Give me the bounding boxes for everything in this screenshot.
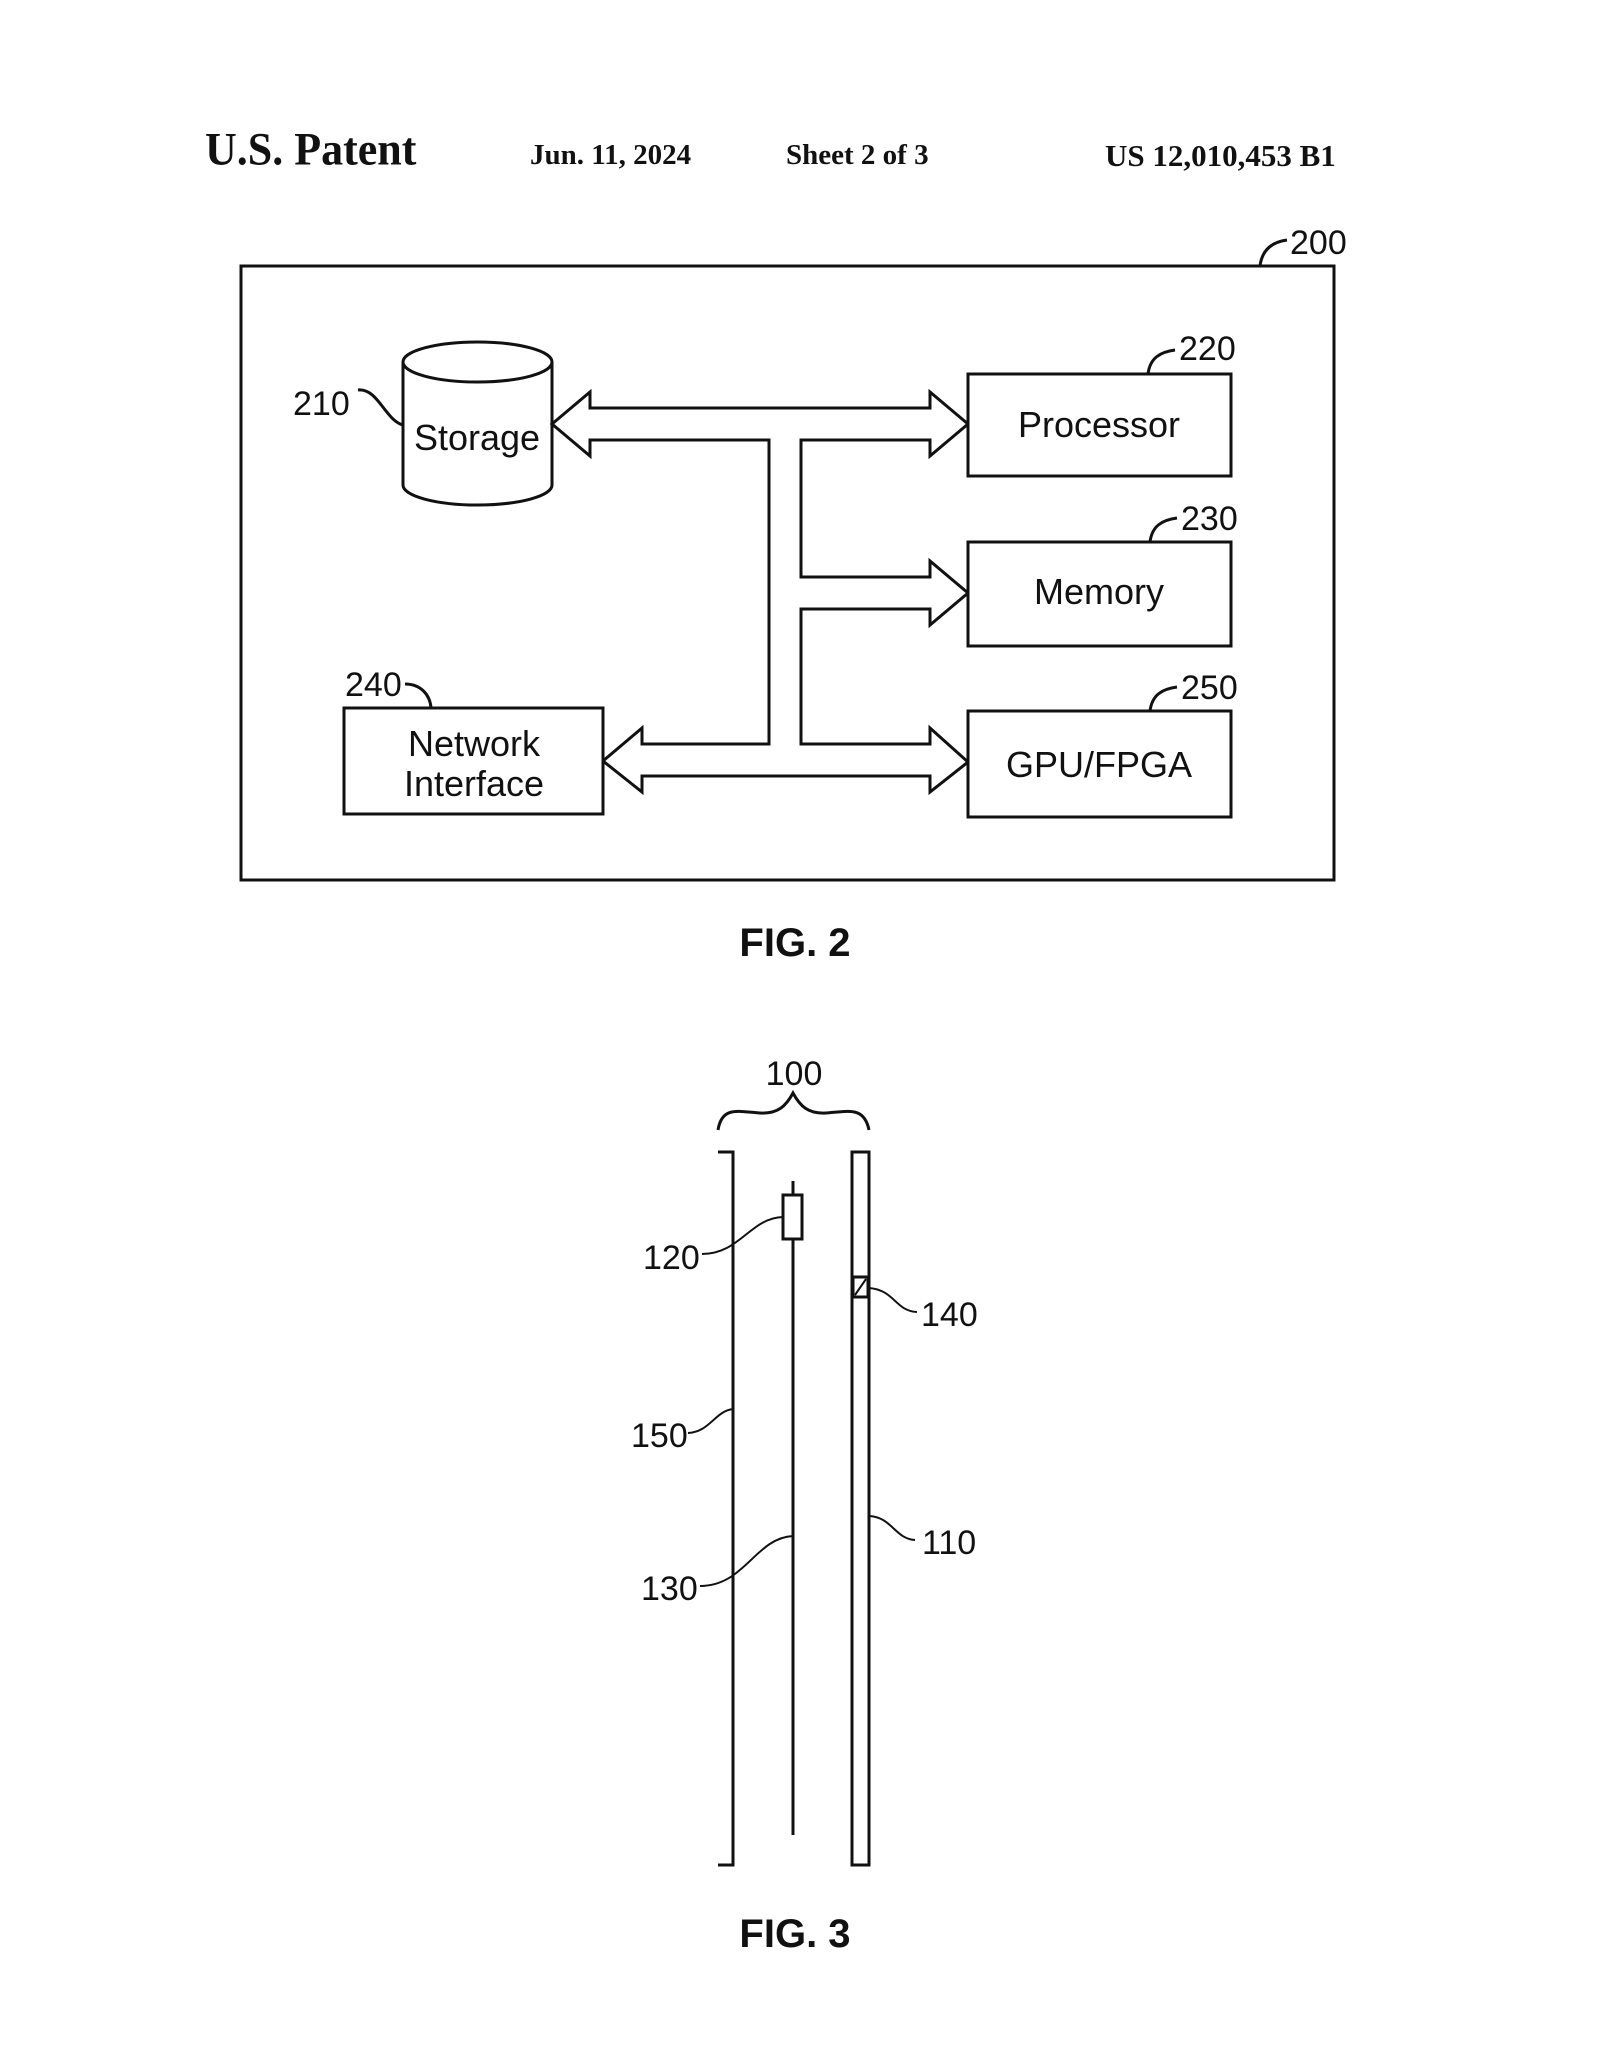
sheet-number: Sheet 2 of 3 <box>786 139 929 171</box>
ref-250: 250 <box>1181 669 1238 707</box>
network-label-line1: Network <box>408 723 541 764</box>
network-interface-box <box>342 706 605 816</box>
ref-140: 140 <box>921 1296 978 1334</box>
system-bus-arrow <box>549 388 971 796</box>
leader-150 <box>687 1408 734 1434</box>
network-label-line2: Interface <box>404 763 544 804</box>
ref-220: 220 <box>1179 330 1236 368</box>
ref-210: 210 <box>293 385 350 423</box>
gpu-fpga-label: GPU/FPGA <box>1006 744 1192 785</box>
fig2-diagram: 200 Storage 210 Processor 220 Memory 230… <box>239 224 1347 965</box>
ref-150: 150 <box>631 1417 688 1455</box>
leader-250 <box>1148 685 1178 712</box>
ref-110: 110 <box>922 1524 976 1562</box>
ref-200: 200 <box>1290 224 1347 262</box>
ref-100: 100 <box>766 1055 823 1093</box>
component-140-hatch <box>854 1278 867 1296</box>
fig3-diagram: 100 150 120 130 140 110 FIG. 3 <box>631 1055 978 1956</box>
leader-130 <box>699 1535 794 1587</box>
leader-230 <box>1148 516 1178 543</box>
processor-box <box>966 372 1233 478</box>
component-120 <box>781 1193 804 1241</box>
patent-number: US 12,010,453 B1 <box>1105 138 1336 173</box>
memory-box <box>966 540 1233 648</box>
gpu-fpga-box <box>966 709 1233 819</box>
plate-110 <box>850 1150 871 1867</box>
leader-240 <box>404 682 433 709</box>
storage-cylinder: Storage <box>401 340 554 507</box>
processor-label: Processor <box>1018 404 1180 445</box>
brace-100 <box>716 1089 871 1131</box>
fig3-caption: FIG. 3 <box>739 1912 850 1956</box>
patent-header-title: U.S. Patent <box>205 123 417 176</box>
memory-label: Memory <box>1034 571 1164 612</box>
ref-120: 120 <box>643 1239 700 1277</box>
bus-arrows <box>549 388 971 796</box>
patent-date: Jun. 11, 2024 <box>530 139 692 171</box>
leader-120 <box>701 1216 784 1255</box>
storage-top <box>401 340 554 384</box>
fig2-caption: FIG. 2 <box>739 921 850 965</box>
leader-220 <box>1146 348 1176 375</box>
bracket-150 <box>718 1150 735 1867</box>
leader-110 <box>868 1515 916 1541</box>
storage-body <box>401 362 554 507</box>
storage-label: Storage <box>414 417 540 458</box>
leader-200 <box>1258 238 1288 267</box>
leader-140 <box>868 1287 918 1313</box>
leader-210 <box>357 388 404 427</box>
ref-130: 130 <box>641 1570 698 1608</box>
ref-240: 240 <box>345 666 402 704</box>
ref-230: 230 <box>1181 500 1238 538</box>
